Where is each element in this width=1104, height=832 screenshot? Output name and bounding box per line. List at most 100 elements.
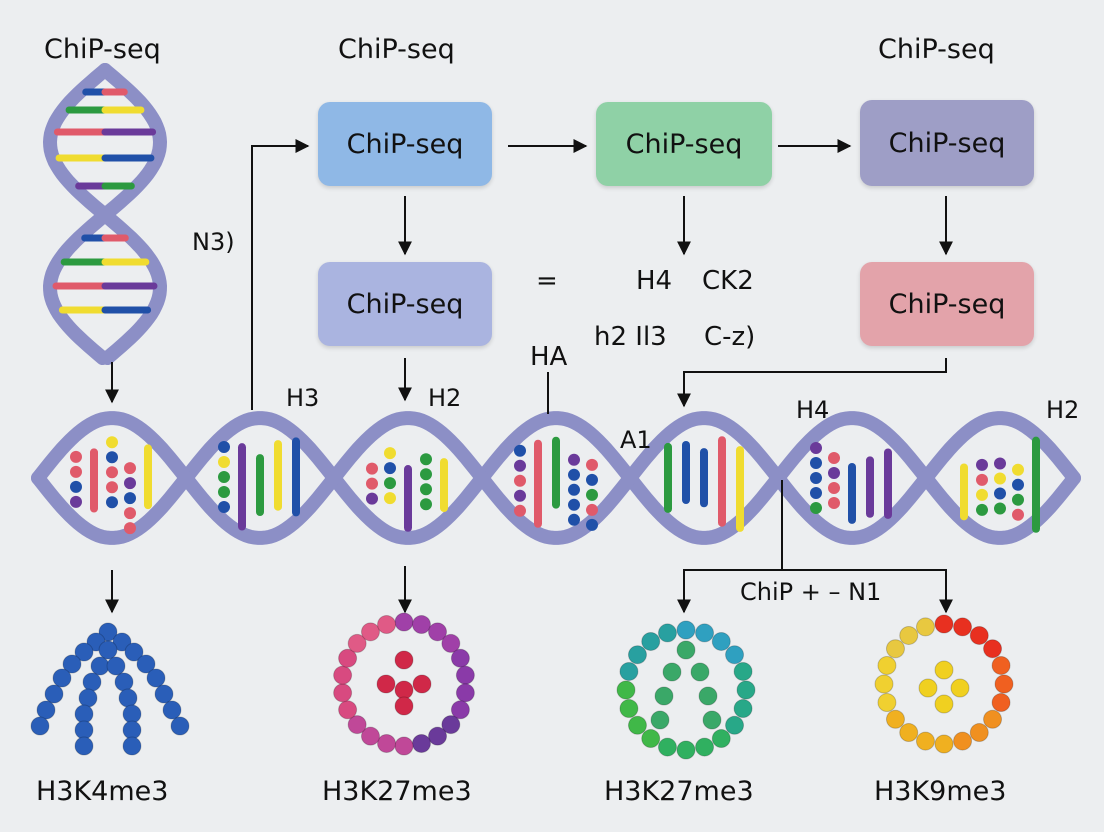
histone-bead bbox=[953, 731, 973, 751]
nucleotide-bead bbox=[586, 458, 598, 471]
nucleotide-bead bbox=[366, 492, 378, 505]
histone-bead bbox=[983, 639, 1003, 659]
histone-bead bbox=[90, 656, 110, 676]
histone-bead bbox=[338, 700, 358, 720]
nucleotide-bead bbox=[420, 453, 432, 466]
nucleotide-bead bbox=[514, 459, 526, 472]
chip-seq-box-purple: ChiP-seq bbox=[860, 100, 1034, 186]
histone-bead bbox=[736, 680, 756, 700]
histone-bead bbox=[122, 704, 142, 724]
histone-bead bbox=[711, 729, 731, 749]
histone-bead bbox=[411, 733, 431, 753]
nucleotide-bead bbox=[828, 467, 840, 480]
helix-strand bbox=[31, 411, 1081, 545]
label-h2: H2 bbox=[428, 384, 462, 412]
nucleotide-bead bbox=[384, 462, 396, 475]
label-a1: A1 bbox=[620, 426, 652, 454]
nucleotide-bead bbox=[124, 477, 136, 490]
chip-seq-box-green: ChiP-seq bbox=[596, 102, 772, 186]
histone-bead bbox=[915, 617, 935, 637]
nucleotide-bead bbox=[1012, 478, 1024, 491]
nucleotide-bead bbox=[568, 453, 580, 466]
histone-bead bbox=[641, 631, 661, 651]
nucleotide-bead bbox=[568, 513, 580, 526]
histone-bead bbox=[441, 715, 461, 735]
histone-bead bbox=[74, 720, 94, 740]
histone-bead bbox=[394, 650, 414, 670]
nucleotide-bead bbox=[218, 470, 230, 483]
histone-bead bbox=[74, 704, 94, 724]
nucleotide-bead bbox=[810, 472, 822, 485]
histone-bead bbox=[877, 655, 897, 675]
histone-bead bbox=[969, 625, 989, 645]
histone-bead bbox=[114, 672, 134, 692]
label-equals: = bbox=[536, 266, 558, 296]
histone-bead bbox=[662, 662, 682, 682]
histone-bead bbox=[934, 734, 954, 754]
title-top-right: ChiP-seq bbox=[878, 34, 995, 65]
title-top-center: ChiP-seq bbox=[338, 34, 455, 65]
histone-bead bbox=[711, 631, 731, 651]
nucleotide-bead bbox=[514, 489, 526, 502]
histone-bead bbox=[112, 632, 132, 652]
nucleotide-bead bbox=[568, 468, 580, 481]
label-chip-n1: ChiP + – N1 bbox=[740, 578, 882, 606]
nucleotide-bead bbox=[994, 502, 1006, 515]
label-h4: H4 bbox=[796, 396, 830, 424]
nucleotide-bead bbox=[994, 487, 1006, 500]
histone-bead bbox=[170, 716, 190, 736]
nucleotide-bead bbox=[420, 498, 432, 511]
mark-label-h3k27me3-b: H3K27me3 bbox=[604, 776, 754, 807]
histone-bead bbox=[934, 660, 954, 680]
arrow-icon bbox=[782, 569, 953, 614]
histone-bead bbox=[725, 715, 745, 735]
nucleotide-bead bbox=[366, 477, 378, 490]
nucleotide-bead bbox=[586, 473, 598, 486]
nucleotide-bead bbox=[106, 496, 118, 509]
label-n3: N3) bbox=[192, 228, 235, 256]
histone-bead bbox=[695, 737, 715, 757]
histone-bead bbox=[657, 737, 677, 757]
nucleotide-bead bbox=[810, 442, 822, 455]
nucleotide-bead bbox=[420, 483, 432, 496]
histone-bead bbox=[619, 661, 639, 681]
nucleotide-bead bbox=[384, 477, 396, 490]
arrow-icon bbox=[677, 358, 947, 408]
histone-bead bbox=[136, 654, 156, 674]
vertical-dna-helix bbox=[42, 63, 168, 365]
nucleotide-bead bbox=[366, 462, 378, 475]
nucleotide-bead bbox=[106, 466, 118, 479]
histone-bead bbox=[455, 683, 475, 703]
histone-bead bbox=[428, 726, 448, 746]
histone-bead bbox=[62, 654, 82, 674]
histone-bead bbox=[347, 715, 367, 735]
title-top-left: ChiP-seq bbox=[44, 34, 161, 65]
histone-bead bbox=[394, 696, 414, 716]
histone-bead bbox=[733, 699, 753, 719]
mark-label-h3k9me3: H3K9me3 bbox=[874, 776, 1007, 807]
histone-bead bbox=[146, 668, 166, 688]
nucleotide-bead bbox=[218, 485, 230, 498]
histone-bead bbox=[376, 674, 396, 694]
histone-bead bbox=[885, 709, 905, 729]
histone-bead bbox=[412, 674, 432, 694]
histone-bead bbox=[428, 622, 448, 642]
nucleotide-bead bbox=[420, 468, 432, 481]
histone-bead bbox=[30, 716, 50, 736]
arrow-icon bbox=[251, 139, 310, 410]
nucleotide-bead bbox=[828, 482, 840, 495]
histone-bead bbox=[154, 684, 174, 704]
nucleotide-bead bbox=[124, 522, 136, 535]
histone-bead bbox=[360, 726, 380, 746]
nucleotide-bead bbox=[810, 457, 822, 470]
nucleotide-bead bbox=[976, 503, 988, 516]
label-cz: C-z) bbox=[704, 322, 756, 352]
helix-strand bbox=[31, 411, 1081, 545]
nucleotide-bead bbox=[124, 507, 136, 520]
histone-bead bbox=[122, 720, 142, 740]
histone-bead bbox=[619, 699, 639, 719]
histone-bead bbox=[874, 674, 894, 694]
histone-bead bbox=[676, 620, 696, 640]
nucleotide-bead bbox=[106, 481, 118, 494]
